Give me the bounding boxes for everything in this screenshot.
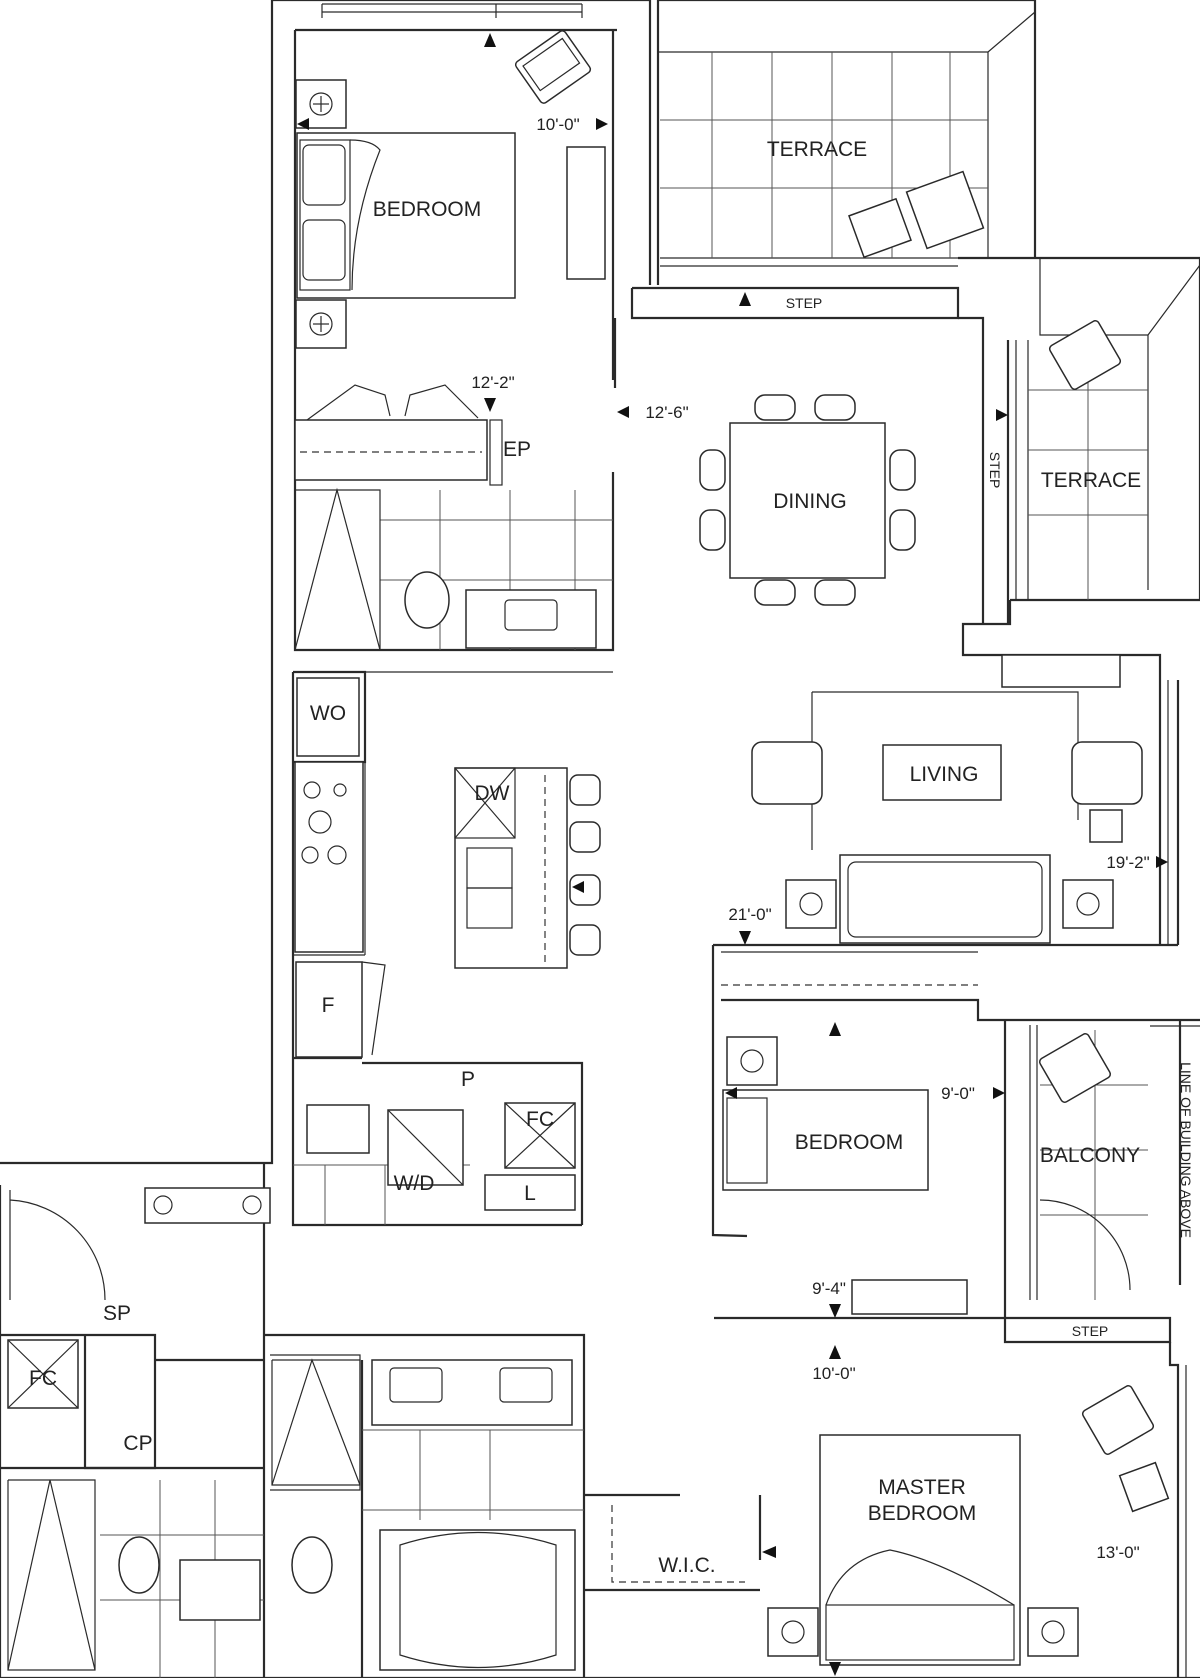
- counter: [294, 761, 364, 953]
- label-p: P: [461, 1068, 475, 1091]
- bed-mid: [722, 1089, 929, 1191]
- dim-master-depth: 10'-0": [812, 1364, 855, 1383]
- dim-bed-mid-depth: 9'-4": [812, 1279, 846, 1298]
- note-step-right: STEP: [987, 452, 1003, 489]
- sofa: [839, 854, 1051, 944]
- room-label-living: LIVING: [910, 763, 979, 786]
- room-label-terrace-top: TERRACE: [767, 138, 867, 161]
- fixture-labels: EP WO DW F P FC W/D L SP FC CP: [29, 438, 554, 1455]
- note-line-of-building: LINE OF BUILDING ABOVE: [1178, 1062, 1194, 1238]
- laundry-sink: [306, 1104, 370, 1154]
- bar-stools: [569, 774, 601, 956]
- room-label-balcony: BALCONY: [1040, 1144, 1140, 1167]
- armchair: [1071, 741, 1143, 805]
- vanity: [179, 1559, 261, 1621]
- label-f: F: [322, 994, 335, 1017]
- dim-master-width: 13'-0": [1096, 1543, 1139, 1562]
- wall-oven: [296, 677, 360, 757]
- dim-living-width: 19'-2": [1106, 853, 1149, 872]
- dimension-arrows: [297, 33, 1168, 1676]
- toilet: [404, 571, 450, 629]
- dim-living-depth: 21'-0": [728, 905, 771, 924]
- label-dw: DW: [475, 782, 510, 805]
- label-l: L: [524, 1182, 536, 1205]
- dresser-mid: [851, 1279, 968, 1315]
- dim-dining: 12'-6": [645, 403, 688, 422]
- room-label-master-2: BEDROOM: [868, 1502, 977, 1525]
- label-fc-entry: FC: [29, 1367, 57, 1390]
- dim-bed-mid-width: 9'-0": [941, 1084, 975, 1103]
- coffee-table: [882, 744, 1002, 801]
- dresser: [566, 146, 606, 280]
- room-labels: BEDROOM TERRACE TERRACE DINING LIVING BE…: [373, 138, 1141, 1577]
- room-label-dining: DINING: [773, 490, 847, 513]
- vanity: [465, 589, 597, 649]
- label-fc-laundry: FC: [526, 1108, 554, 1131]
- dimension-labels: 10'-0" 12'-2" 12'-6" 19'-2" 21'-0" 9'-0"…: [471, 115, 1149, 1562]
- bathtub: [379, 1529, 576, 1671]
- label-ep: EP: [503, 438, 531, 461]
- armchair: [751, 741, 823, 805]
- label-wo: WO: [310, 702, 346, 725]
- note-step-bottom: STEP: [1072, 1323, 1109, 1339]
- notes: STEP STEP STEP LINE OF BUILDING ABOVE: [786, 295, 1194, 1339]
- room-label-bedroom-mid: BEDROOM: [795, 1131, 904, 1154]
- bed-top: [296, 132, 516, 299]
- label-cp: CP: [123, 1432, 152, 1455]
- dining-chairs: [699, 394, 916, 606]
- kitchen-island: [454, 767, 568, 969]
- room-label-bedroom-top: BEDROOM: [373, 198, 482, 221]
- room-label-wic: W.I.C.: [658, 1554, 715, 1577]
- room-label-terrace-right: TERRACE: [1041, 469, 1141, 492]
- master-bed: [819, 1434, 1021, 1666]
- dim-bed-top-width: 10'-0": [536, 115, 579, 134]
- toilet: [118, 1536, 160, 1594]
- dim-bed-top-depth: 12'-2": [471, 373, 514, 392]
- room-label-master-1: MASTER: [878, 1476, 966, 1499]
- fridge: [295, 961, 363, 1058]
- label-sp: SP: [103, 1302, 131, 1325]
- furniture: [7, 30, 1170, 1671]
- dining-table: [729, 422, 886, 579]
- label-wd: W/D: [394, 1172, 435, 1195]
- tv-unit: [1001, 654, 1121, 688]
- double-vanity: [371, 1359, 573, 1426]
- toilet: [291, 1536, 333, 1594]
- note-step-top: STEP: [786, 295, 823, 311]
- entry-bench: [144, 1187, 271, 1224]
